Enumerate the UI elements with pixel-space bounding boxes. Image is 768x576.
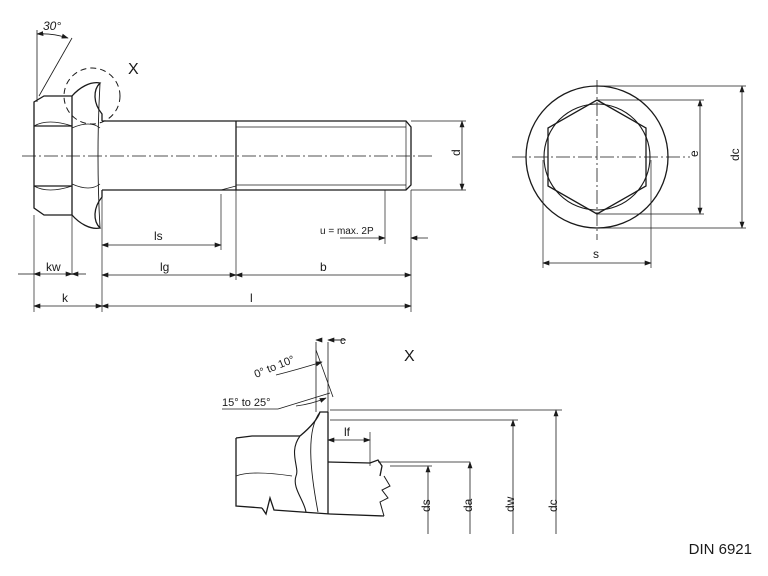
label-c: c (340, 335, 346, 347)
label-b: b (320, 260, 327, 274)
end-view (512, 80, 746, 268)
flange (71, 82, 103, 229)
label-angle-30: 30° (43, 19, 61, 33)
label-l: l (250, 291, 253, 305)
label-ds: ds (419, 499, 433, 512)
detail-angle-lines (222, 337, 346, 412)
label-ls: ls (154, 229, 163, 243)
label-da: da (461, 498, 475, 512)
bolt-shank (102, 120, 412, 191)
label-u: u = max. 2P (320, 226, 374, 237)
detail-circle (63, 67, 121, 125)
labels: 30° X ls kw lg b k l u = max. 2P d e dc … (43, 19, 742, 512)
detail-extension-lines (330, 409, 562, 467)
label-dc: dc (728, 148, 742, 161)
side-dimension-lines (18, 120, 465, 309)
label-d: d (449, 149, 463, 156)
label-lf: lf (344, 425, 351, 439)
label-detail-x-side: X (128, 61, 139, 78)
detail-dimension-lines (327, 409, 559, 534)
label-k: k (62, 291, 69, 305)
detail-flange (327, 412, 391, 517)
label-kw: kw (46, 260, 61, 274)
label-angle-15-25: 15° to 25° (222, 397, 271, 409)
side-extension-lines (33, 120, 466, 312)
side-view (18, 30, 466, 312)
hex-head (33, 95, 73, 216)
detail-view (222, 337, 562, 534)
end-inner-circle (543, 103, 651, 211)
label-e: e (687, 150, 701, 157)
label-angle-0-10: 0° to 10° (253, 354, 297, 381)
label-lg: lg (160, 260, 169, 274)
label-detail-x: X (404, 348, 415, 365)
detail-head (235, 411, 331, 516)
standard-label: DIN 6921 (688, 541, 752, 558)
label-s: s (593, 247, 599, 261)
angle-30-dim (36, 30, 73, 102)
label-dc-detail: dc (546, 499, 560, 512)
label-dw: dw (503, 496, 517, 512)
end-dimension-lines (542, 85, 745, 266)
end-extension-lines (542, 85, 746, 268)
